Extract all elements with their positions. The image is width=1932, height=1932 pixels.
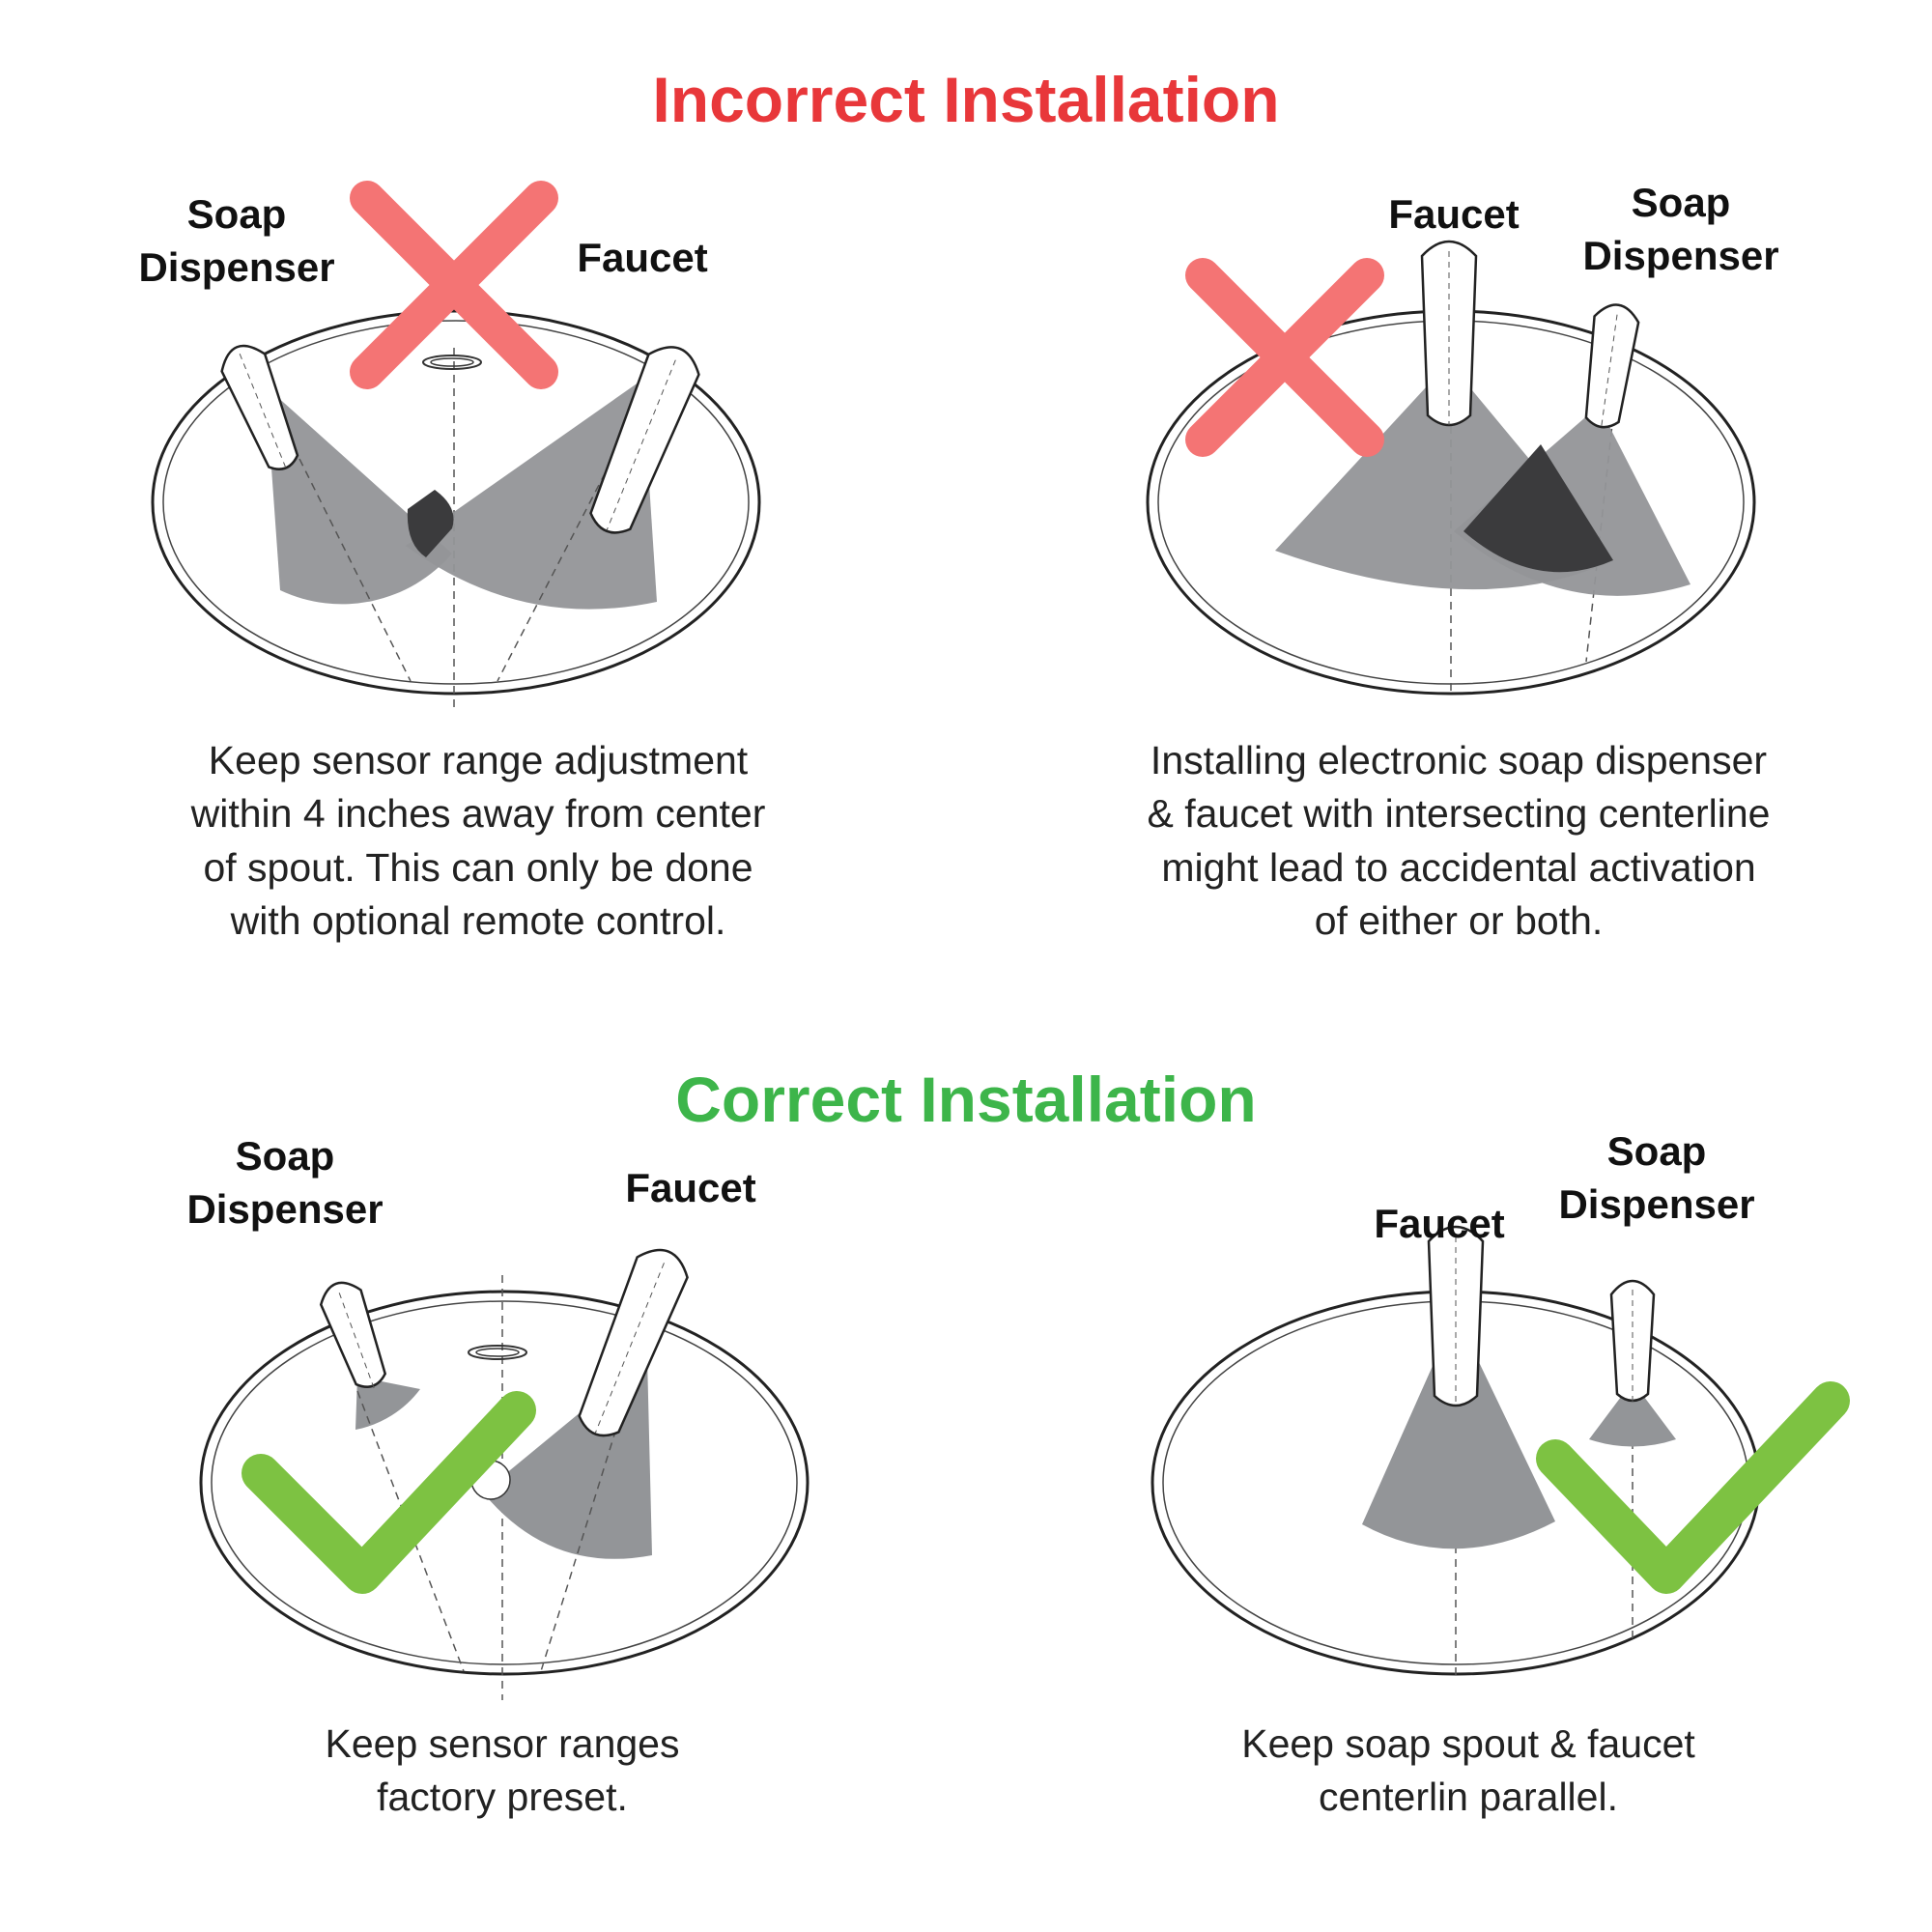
soap-sensor-range [355, 1377, 420, 1430]
faucet-spout-icon [1420, 240, 1478, 427]
sensor-overlap-zone [407, 490, 454, 557]
x-mark-icon [350, 181, 558, 389]
panel-incorrect-range: Soap Dispenser Faucet Keep sensor range … [116, 169, 850, 943]
caption: Keep sensor range adjustment within 4 in… [190, 738, 766, 944]
sink-diagram [1146, 240, 1756, 696]
faucet-sensor-range [406, 380, 657, 610]
soap-dispenser-spout-icon [1609, 1279, 1656, 1403]
faucet-spout-icon [578, 1248, 689, 1437]
soap-dispenser-spout-icon [1584, 303, 1640, 430]
check-mark-icon [242, 1391, 536, 1594]
drain-icon [468, 1345, 527, 1360]
soap-dispenser-label: Soap Dispenser [138, 191, 335, 290]
panel-correct-preset: Soap Dispenser Faucet Keep sensor ranges… [164, 1133, 898, 1819]
check-mark-icon [1536, 1381, 1850, 1594]
faucet-label: Faucet [1374, 1201, 1505, 1246]
soap-sensor-range [266, 386, 452, 605]
x-mark-icon [1185, 258, 1384, 457]
faucet-sensor-range [1362, 1314, 1555, 1549]
faucet-label: Faucet [1388, 191, 1520, 237]
soap-dispenser-spout-icon [220, 344, 299, 470]
panel-incorrect-centerline: Faucet Soap Dispenser Installing electro… [1111, 169, 1845, 943]
soap-dispenser-label: Soap Dispenser [1558, 1128, 1755, 1227]
faucet-spout-icon [1427, 1225, 1485, 1407]
soap-dispenser-label: Soap Dispenser [186, 1133, 384, 1232]
soap-sensor-range [1589, 1381, 1676, 1447]
faucet-spout-icon [589, 346, 700, 534]
caption: Keep soap spout & faucet centerlin paral… [1241, 1721, 1695, 1820]
sink-diagram [1151, 1225, 1850, 1676]
faucet-label: Faucet [625, 1165, 756, 1210]
panel-correct-parallel: Faucet Soap Dispenser Keep soap spout & … [1116, 1128, 1850, 1819]
soap-dispenser-spout-icon [319, 1281, 387, 1389]
drain-icon [422, 355, 482, 370]
correct-installation-title: Correct Installation [675, 1064, 1257, 1135]
sink-diagram [199, 1248, 810, 1700]
caption: Keep sensor ranges factory preset. [325, 1721, 680, 1820]
sink-diagram [151, 181, 761, 710]
incorrect-installation-title: Incorrect Installation [652, 64, 1280, 135]
soap-dispenser-label: Soap Dispenser [1582, 180, 1779, 278]
sensor-overlap-zone [1463, 444, 1613, 573]
caption: Installing electronic soap dispenser & f… [1147, 738, 1771, 944]
faucet-label: Faucet [577, 235, 708, 280]
